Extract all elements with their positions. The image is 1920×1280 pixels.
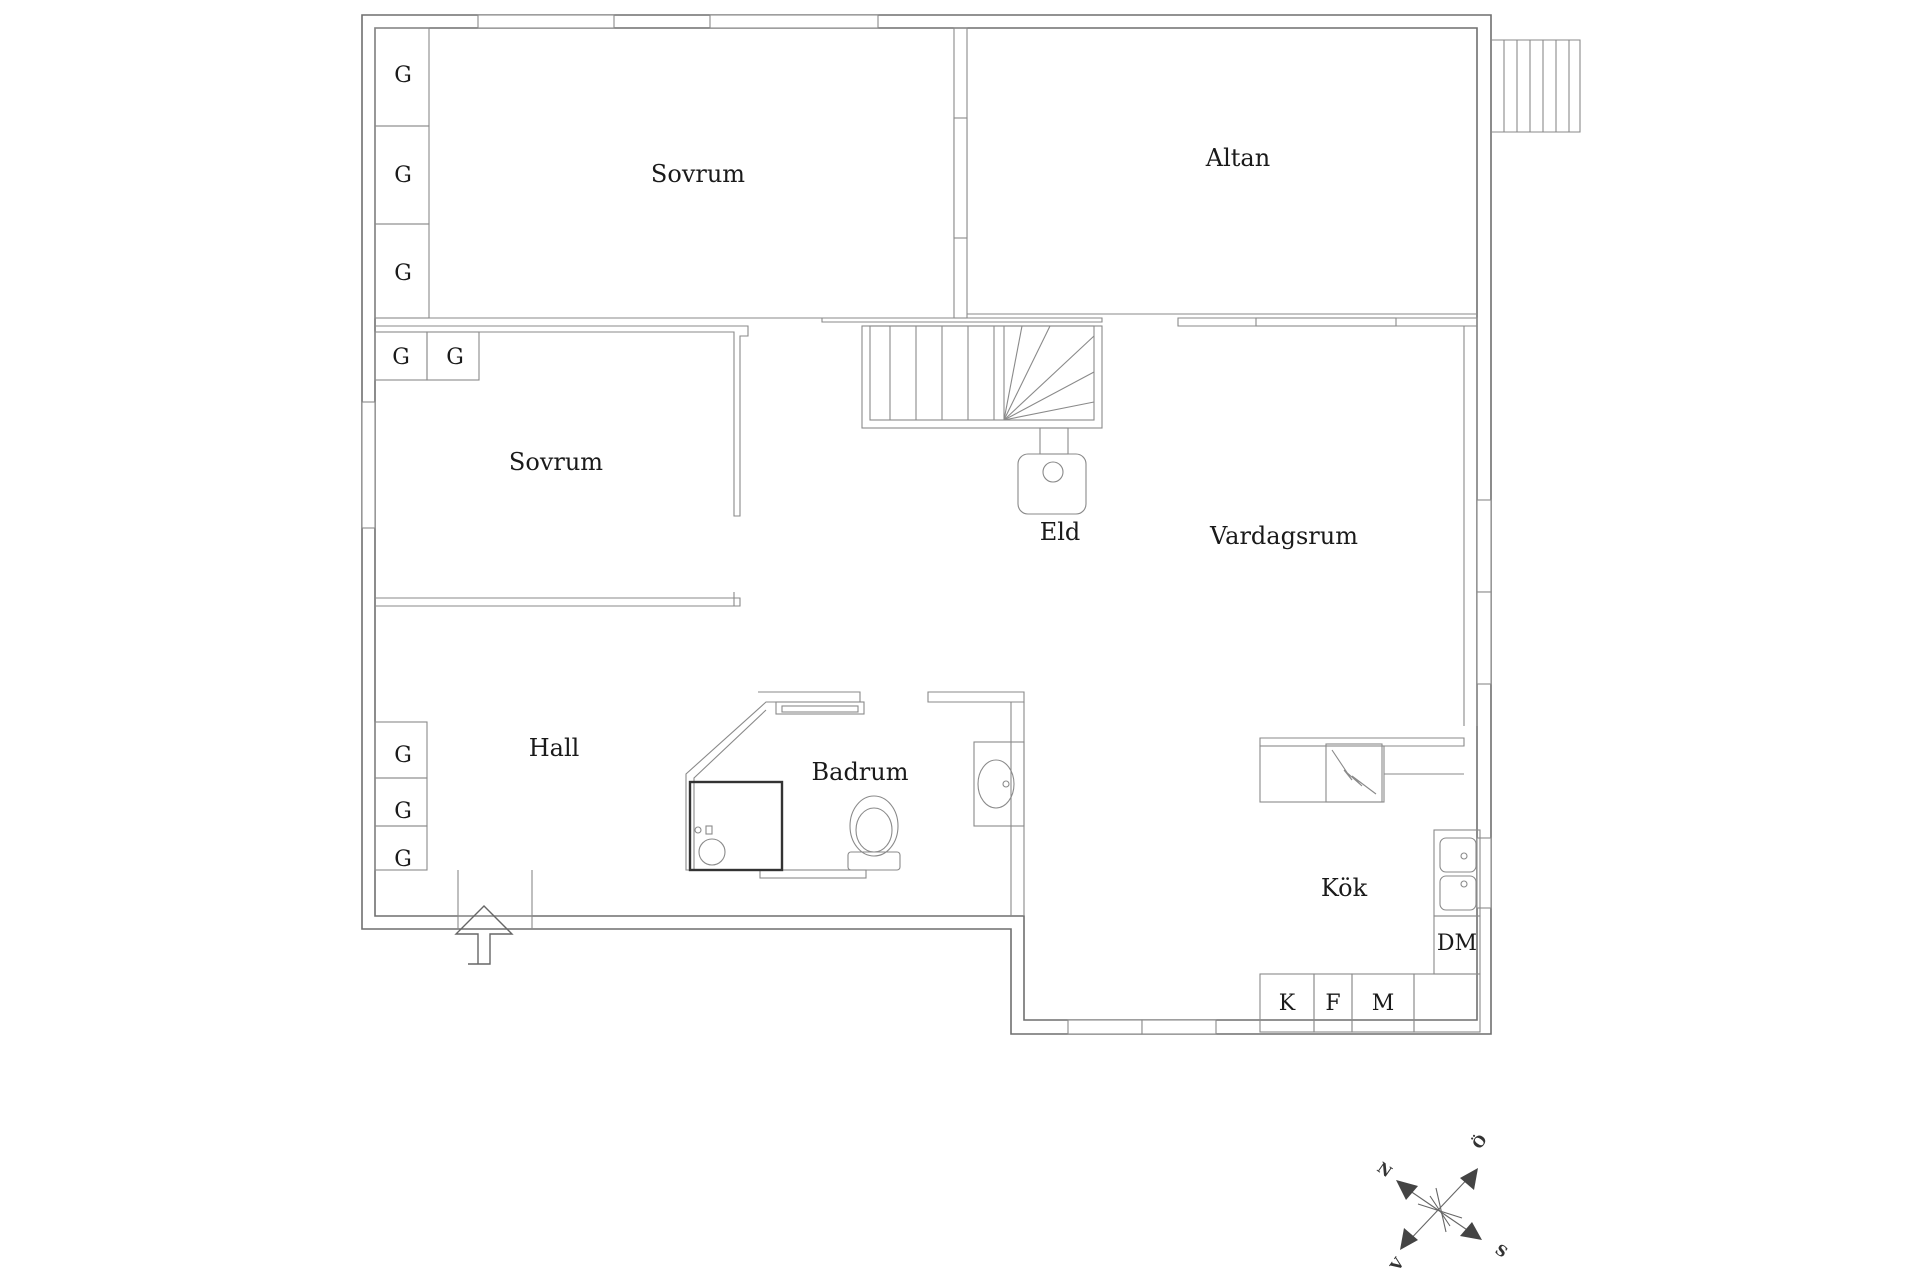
staircase: [861, 325, 1103, 429]
closet-label: G: [394, 261, 412, 286]
closets-mid: [374, 331, 480, 381]
compass-arrow-o: [1460, 1168, 1478, 1190]
closet-label: G: [446, 345, 464, 370]
badrum-fixtures: [688, 701, 1025, 872]
appliance-label-k: K: [1279, 991, 1296, 1016]
compass-rose: N Ö S V: [1374, 1131, 1511, 1275]
compass-arrow-v: [1400, 1228, 1418, 1250]
entrance-arrow: [454, 905, 514, 965]
room-label-kok: Kök: [1321, 874, 1368, 902]
fireplace: [1017, 427, 1087, 515]
room-label-eld: Eld: [1040, 518, 1081, 546]
compass-label-v: V: [1386, 1254, 1408, 1275]
compass-label-s: S: [1492, 1241, 1511, 1262]
room-label-sovrum-top: Sovrum: [651, 160, 745, 188]
room-label-sovrum-mid: Sovrum: [509, 448, 603, 476]
room-label-altan: Altan: [1205, 144, 1270, 172]
appliance-label-m: M: [1372, 991, 1395, 1016]
compass-arrow-s: [1460, 1222, 1482, 1240]
closet-label: G: [394, 63, 412, 88]
closet-label: G: [394, 743, 412, 768]
closets-hall: [374, 721, 428, 871]
appliance-label-f: F: [1325, 991, 1340, 1016]
interior-walls: [375, 27, 1478, 929]
outer-walls: [361, 14, 1492, 1035]
closet-label: G: [392, 345, 410, 370]
room-label-vardagsrum: Vardagsrum: [1209, 522, 1358, 550]
compass-arrow-n: [1396, 1180, 1418, 1200]
room-label-hall: Hall: [529, 734, 580, 762]
room-label-badrum: Badrum: [812, 758, 909, 786]
outdoor-steps: [1491, 39, 1581, 133]
closet-label: G: [394, 163, 412, 188]
closet-label: G: [394, 799, 412, 824]
appliance-label-dm: DM: [1437, 931, 1477, 956]
compass-label-n: N: [1374, 1159, 1396, 1182]
closet-label: G: [394, 847, 412, 872]
kitchen-fixtures: [1259, 737, 1481, 1033]
closets-top: [374, 27, 430, 319]
compass-label-o: Ö: [1468, 1131, 1491, 1153]
